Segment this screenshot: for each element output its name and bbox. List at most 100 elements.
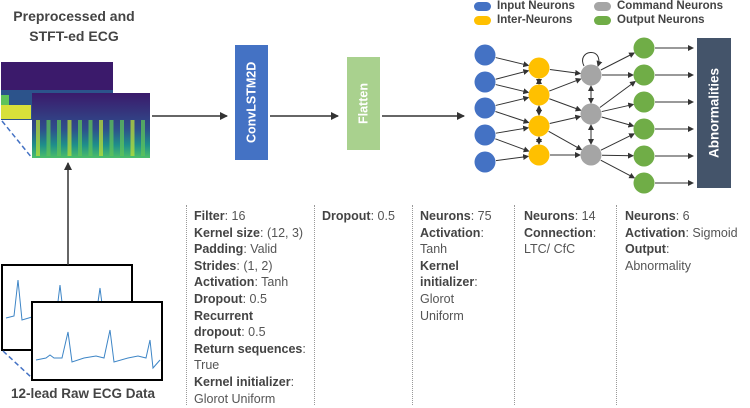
param-line: Kernel — [420, 258, 492, 275]
param-key: Neurons — [625, 209, 676, 223]
output-neuron — [633, 145, 655, 167]
param-value: : — [592, 225, 597, 240]
param-key: Recurrent — [194, 308, 254, 323]
param-line: Dropout: 0.5 — [322, 208, 395, 225]
output-neuron — [633, 37, 655, 59]
param-value: : 75 — [470, 209, 492, 223]
param-line: dropout: 0.5 — [194, 324, 306, 341]
param-key: Kernel size — [194, 225, 261, 240]
param-line: Neurons: 75 — [420, 208, 492, 225]
param-value: LTC/ CfC — [524, 242, 576, 257]
inter-neuron — [528, 115, 550, 137]
network-edge — [600, 52, 636, 71]
input-neuron — [474, 151, 496, 173]
input-neuron — [474, 124, 496, 146]
param-line: Abnormality — [625, 258, 738, 275]
param-line: Kernel initializer: — [194, 374, 306, 391]
output-neuron — [633, 172, 655, 194]
param-value: : 0.5 — [370, 209, 395, 223]
input-neuron — [474, 97, 496, 119]
separator — [186, 205, 187, 405]
param-value: : 6 — [675, 209, 690, 223]
legend-input-label: Input Neurons — [497, 0, 575, 12]
legend-inter: Inter-Neurons — [474, 14, 572, 26]
param-value: : — [480, 225, 484, 240]
param-value: : Sigmoid — [685, 225, 738, 240]
abnormalities-block — [697, 38, 731, 188]
param-line: LTC/ CfC — [524, 241, 596, 258]
param-key: Neurons — [524, 209, 575, 223]
param-value: : — [302, 341, 306, 356]
network-edge — [495, 84, 530, 95]
inter-neuron — [528, 57, 550, 79]
raw-ecg-title: 12-lead Raw ECG Data — [10, 386, 156, 401]
param-key: Neurons — [420, 209, 471, 223]
stft-spectrogram-image — [1, 62, 150, 159]
param-value: : — [665, 242, 670, 257]
legend-output: Output Neurons — [594, 14, 705, 26]
param-line: Recurrent — [194, 308, 306, 325]
self-loop-edge — [582, 52, 603, 67]
param-key: Activation — [420, 225, 481, 240]
param-key: Activation — [625, 225, 686, 240]
param-line: Tanh — [420, 241, 492, 258]
param-line: Strides: (1, 2) — [194, 258, 306, 275]
param-value: : 0.5 — [241, 325, 266, 340]
param-key: Kernel initializer — [194, 374, 291, 389]
network-edge — [495, 69, 530, 80]
output-dot-icon — [594, 15, 611, 25]
param-key: Output — [625, 242, 666, 257]
param-line: Padding: Valid — [194, 241, 306, 258]
param-value: Tanh — [420, 242, 448, 257]
flatten-params: Dropout: 0.5 — [322, 208, 395, 225]
param-key: Dropout — [194, 291, 243, 306]
param-line: initializer: — [420, 274, 492, 291]
param-line: Activation: Sigmoid — [625, 225, 738, 242]
param-key: Connection — [524, 225, 593, 240]
network-edge — [495, 138, 530, 153]
network-edge — [495, 154, 530, 162]
param-line: Neurons: 6 — [625, 208, 738, 225]
param-value: : Tanh — [254, 275, 289, 290]
param-value: Uniform — [420, 308, 464, 323]
param-value: Glorot Uniform — [194, 391, 276, 406]
param-line: Uniform — [420, 308, 492, 325]
command-neuron — [580, 103, 602, 125]
param-line: Activation: — [420, 225, 492, 242]
param-key: Activation — [194, 275, 255, 290]
input-neuron — [474, 71, 496, 93]
separator — [514, 205, 515, 405]
output-neuron — [633, 118, 655, 140]
param-key: Return sequences — [194, 341, 303, 356]
convlstm-label: ConvLSTM2D — [244, 61, 259, 144]
stft-title-line1: Preprocessed and — [13, 8, 135, 24]
legend-input: Input Neurons — [474, 0, 575, 12]
network-edge — [495, 111, 530, 124]
param-value: : — [290, 374, 295, 389]
legend-inter-label: Inter-Neurons — [497, 14, 573, 26]
network-edge — [548, 130, 583, 151]
param-value: Abnormality — [625, 258, 691, 273]
network-edge — [495, 57, 530, 68]
param-line: Neurons: 14 — [524, 208, 596, 225]
param-key: dropout — [194, 325, 242, 340]
param-line: Output: — [625, 241, 738, 258]
legend-output-label: Output Neurons — [617, 14, 705, 26]
flatten-label: Flatten — [356, 83, 371, 124]
inter-neuron — [528, 84, 550, 106]
param-value: : Valid — [243, 242, 278, 257]
command-neuron — [580, 144, 602, 166]
param-value: : (12, 3) — [260, 225, 304, 240]
command-neuron — [580, 64, 602, 86]
param-key: Dropout — [322, 209, 371, 223]
param-key: Padding — [194, 242, 244, 257]
input-dot-icon — [474, 1, 491, 11]
param-line: Connection: — [524, 225, 596, 242]
input-neuron — [474, 44, 496, 66]
inter-neuron — [528, 144, 550, 166]
output-neuron — [633, 64, 655, 86]
network-edge — [549, 114, 582, 125]
